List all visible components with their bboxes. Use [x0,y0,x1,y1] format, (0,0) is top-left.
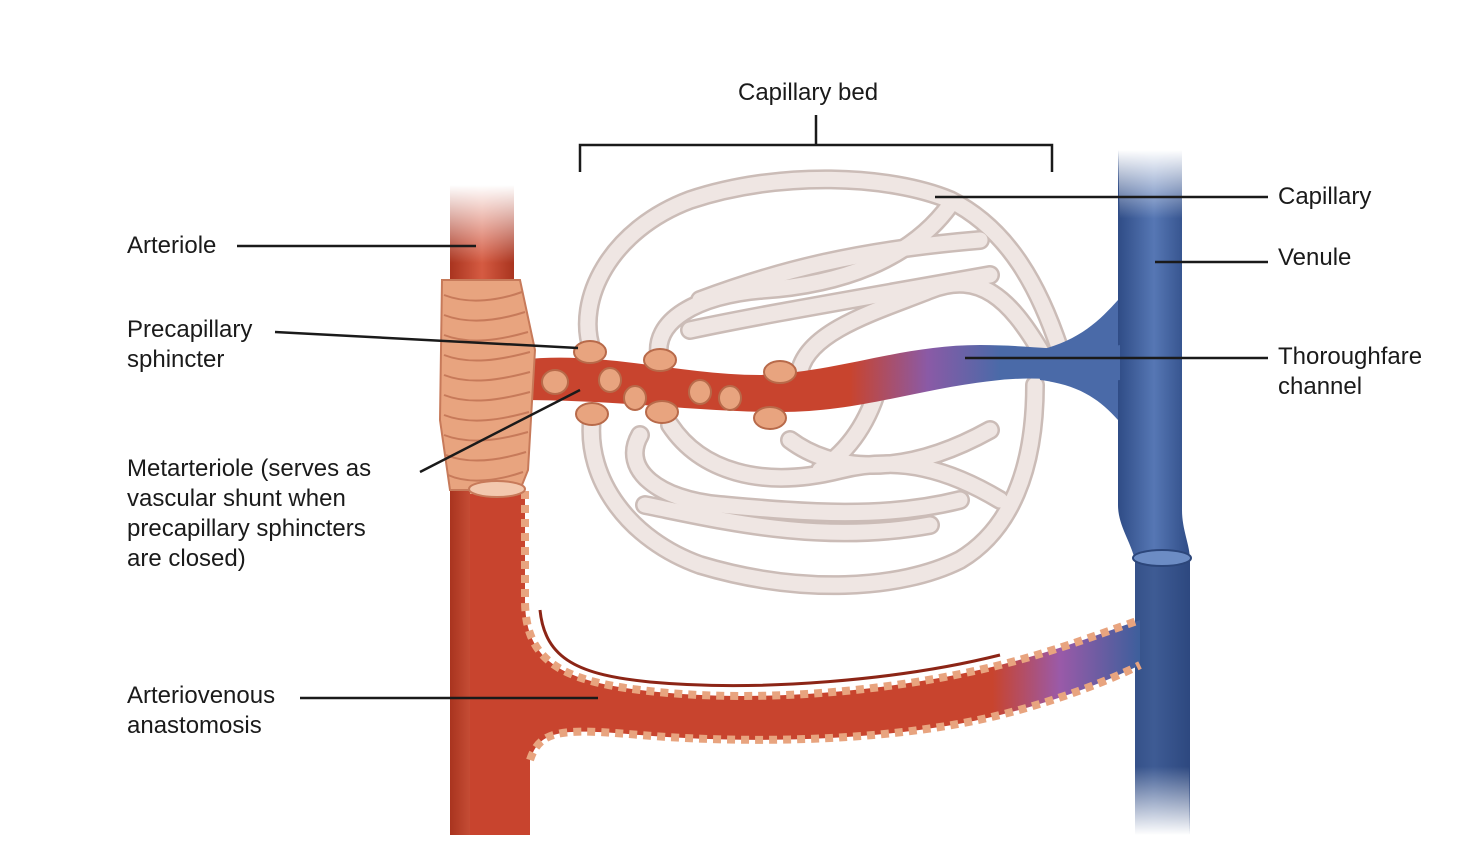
label-precapillary-sphincter: Precapillary sphincter [127,315,252,375]
capillary-bed-bracket [578,115,1054,172]
label-venule: Venule [1278,244,1352,271]
label-arteriole: Arteriole [127,232,217,259]
label-thoroughfare-line-2: channel [1278,373,1363,400]
label-arteriovenous-anastomosis: Arteriovenous anastomosis [127,681,275,741]
venule [1118,150,1192,835]
label-precapillary-sphincter-line-1: Precapillary [127,316,253,343]
label-metarteriole-line-3: precapillary sphincters [127,515,366,542]
label-leader-lines [237,195,1268,700]
arteriovenous-anastomosis [470,486,1142,835]
label-thoroughfare-channel: Thoroughfare channel [1278,342,1422,402]
label-capillary: Capillary [1278,183,1372,210]
leader-precapillary-sphincter [274,330,579,350]
label-metarteriole-line-4: are closed) [127,545,246,572]
capillary-bed-title: Capillary bed [738,79,879,106]
label-ava-line-2: anastomosis [127,712,262,739]
arteriole-smooth-muscle [438,279,537,498]
label-metarteriole-line-2: vascular shunt when [127,485,346,512]
thoroughfare-channel [520,300,1120,420]
label-metarteriole: Metarteriole (serves as vascular shunt w… [127,454,371,574]
label-metarteriole-line-1: Metarteriole (serves as [127,455,372,482]
leader-metarteriole [419,388,581,474]
label-thoroughfare-line-1: Thoroughfare [1278,343,1423,370]
label-precapillary-sphincter-line-2: sphincter [127,346,225,373]
label-ava-line-1: Arteriovenous [127,682,276,709]
precapillary-sphincters [541,340,797,430]
